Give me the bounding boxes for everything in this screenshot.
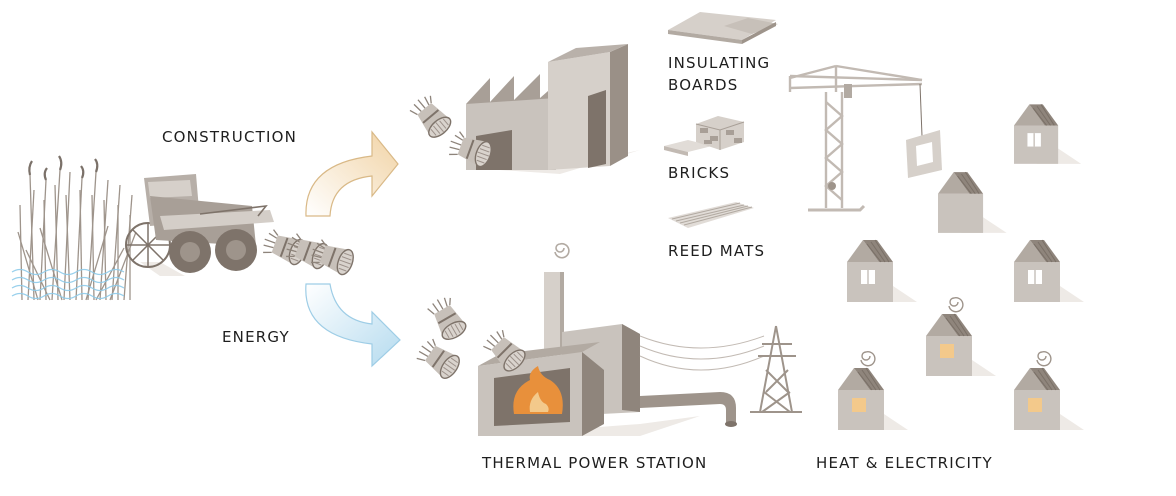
construction-arrow-icon [305, 130, 399, 217]
house-icon [837, 103, 1085, 431]
pylon-icon [750, 325, 802, 413]
reed-bundle-icon [258, 226, 358, 278]
harvester-icon [125, 174, 274, 276]
label-heat-electricity: HEAT & ELECTRICITY [816, 454, 993, 472]
label-construction: CONSTRUCTION [162, 128, 298, 146]
bricks-icon [664, 116, 745, 156]
crane-icon [788, 64, 942, 212]
label-insulating-boards-line2: BOARDS [668, 76, 739, 94]
energy-arrow-icon [305, 283, 401, 368]
label-insulating-boards-line1: INSULATING [668, 54, 771, 72]
reed-mats-icon [668, 202, 754, 228]
factory-icon [466, 44, 640, 174]
insulating-boards-icon [668, 12, 778, 44]
smoke-icon [860, 297, 1052, 367]
power-lines [639, 335, 765, 371]
smoke-icon [554, 242, 570, 259]
label-reed-mats: REED MATS [668, 242, 766, 260]
fire-icon [513, 366, 563, 414]
reed-field-icon [11, 155, 137, 301]
reed-bundle-icon [412, 292, 530, 383]
label-thermal-power-station: THERMAL POWER STATION [482, 454, 708, 472]
label-energy: ENERGY [222, 328, 290, 346]
label-bricks: BRICKS [668, 164, 731, 182]
